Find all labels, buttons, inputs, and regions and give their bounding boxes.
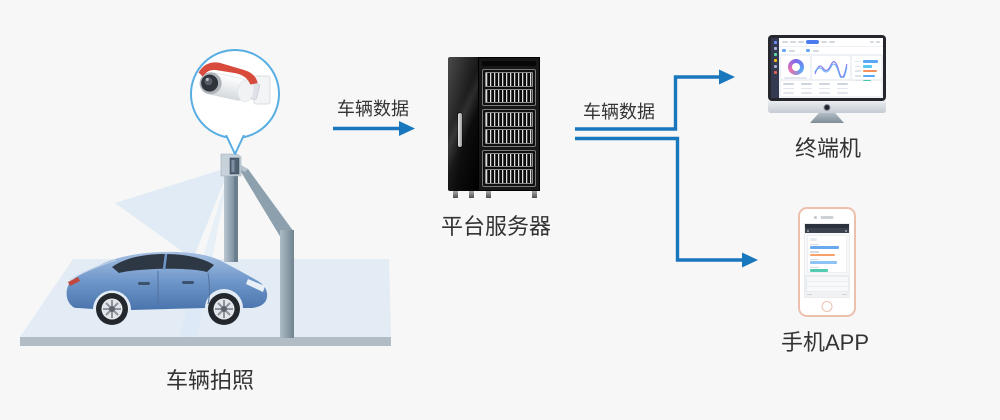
branch-line-to-mobile (575, 136, 744, 262)
car-trunk-highlight (69, 259, 117, 281)
platform-front-edge (20, 337, 391, 346)
flow-label-server-to-clients: 车辆数据 (583, 102, 655, 122)
camera-red-hood (198, 62, 258, 85)
dashboard-filter-bar (779, 47, 883, 54)
car-illustration (66, 251, 268, 325)
car-b-pillar (162, 253, 168, 271)
server-module (482, 109, 536, 147)
phone-keyboard-area (805, 275, 849, 292)
car-door-line-2 (207, 272, 210, 305)
server-module (482, 149, 536, 187)
arrowhead-terminal (719, 69, 735, 85)
phone-speaker (820, 216, 834, 219)
car-door-handle-2 (182, 281, 194, 284)
gantry-left-post (224, 156, 234, 262)
server-door (448, 57, 478, 191)
dashboard-table (781, 81, 881, 96)
car-headlight (246, 279, 265, 292)
label-platform-server: 平台服务器 (440, 214, 551, 239)
server-rack-icon (448, 57, 540, 198)
gantry-left-post-side (234, 156, 238, 262)
gantry-right-post (280, 230, 294, 338)
line-chart (814, 61, 848, 80)
dashboard-navbar (779, 38, 883, 46)
donut-chart (787, 59, 804, 75)
branch-line-to-terminal (575, 75, 721, 131)
label-mobile-app: 手机APP (780, 330, 870, 355)
dashboard-sidebar (771, 38, 779, 98)
smartphone-icon (798, 207, 856, 317)
label-vehicle-capture: 车辆拍照 (165, 368, 254, 393)
gantry-diagonal-beam (235, 162, 294, 238)
flow-label-capture-to-server: 车辆数据 (337, 99, 409, 119)
car-glass (112, 254, 214, 273)
cctv-camera-icon (198, 62, 271, 105)
monitor-stand (810, 113, 844, 123)
car-rear-wheel (96, 293, 128, 325)
server-module (482, 69, 536, 107)
bar-list-card (851, 56, 881, 82)
car-door-handle (138, 282, 150, 285)
car-front-wheel (208, 293, 240, 325)
donut-chart-card (781, 56, 811, 86)
arrowhead-mobile (742, 252, 758, 268)
phone-bottom-bar (805, 292, 849, 297)
phone-app-content (807, 235, 847, 277)
phone-front-camera (814, 216, 817, 219)
phone-status-bar (805, 224, 849, 228)
monitor-logo-dot (823, 103, 831, 111)
monitor-bezel (768, 35, 886, 101)
arrowhead-server (399, 121, 415, 136)
callout-tail (225, 135, 245, 155)
car-taillight (68, 277, 80, 286)
server-door-handle (458, 113, 462, 147)
phone-app-navbar (805, 228, 849, 233)
desktop-monitor-icon (768, 35, 886, 123)
phone-app-screen (804, 223, 850, 298)
server-bays (478, 57, 540, 191)
line-chart-card (812, 56, 850, 90)
monitor-chin (768, 101, 886, 113)
camera-light-beam-wide (115, 167, 230, 259)
phone-home-button (821, 301, 833, 312)
monitor-dashboard (771, 38, 883, 98)
camera-body-group (198, 62, 258, 102)
label-terminal: 终端机 (794, 136, 861, 161)
camera-device-highlight (231, 160, 235, 172)
